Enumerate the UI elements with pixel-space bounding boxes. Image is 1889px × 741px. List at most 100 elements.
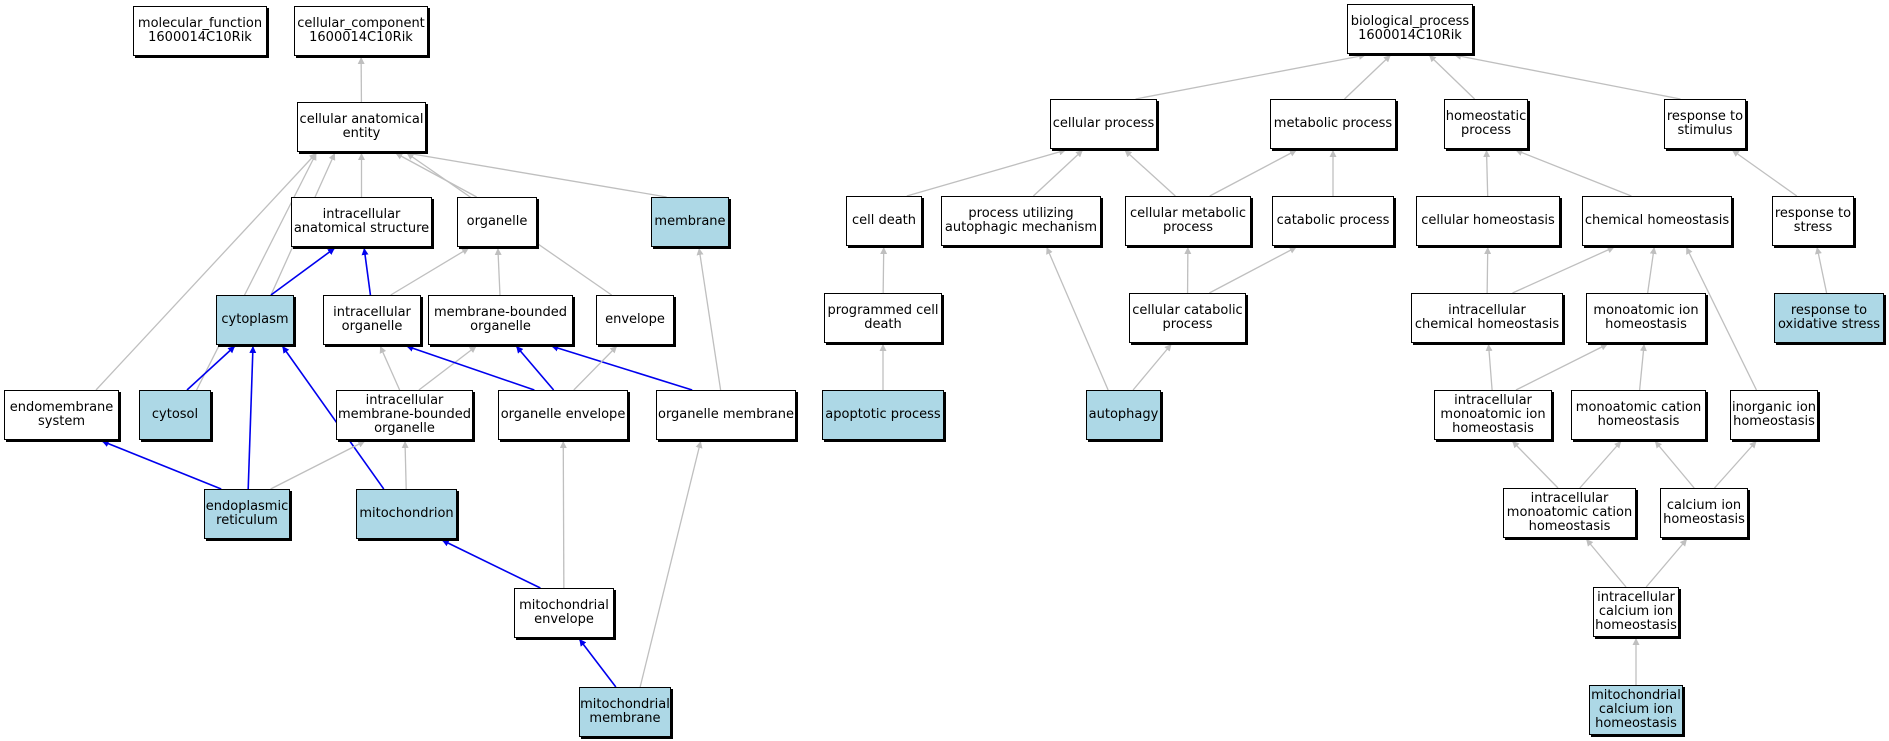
go-term-label-line: cellular anatomical	[299, 112, 424, 127]
isa-edge-chemical-homeostasis-to-homeostatic-process	[1515, 149, 1632, 197]
relation-edge-mitochondrion-to-cytoplasm	[281, 345, 385, 490]
isa-edge-inorganic-ion-homeostasis-to-chemical-homeostasis	[1685, 246, 1758, 391]
go-term-label-line: catabolic process	[1276, 213, 1390, 228]
go-term-label-line: cytoplasm	[221, 312, 289, 327]
go-term-label-line: homeostasis	[1605, 317, 1687, 332]
go-term-membrane[interactable]: membrane	[651, 197, 729, 247]
go-term-cellular-process[interactable]: cellular process	[1050, 99, 1157, 149]
go-term-label-line: endoplasmic	[205, 499, 289, 514]
go-term-label-line: oxidative stress	[1777, 317, 1881, 332]
relation-edge-mitochondrial-envelope-to-mitochondrion	[441, 539, 541, 589]
relation-edge-organelle-membrane-to-membrane-bounded-organelle	[551, 344, 693, 391]
go-term-cell-death[interactable]: cell death	[846, 196, 922, 246]
go-term-cytosol[interactable]: cytosol	[139, 390, 211, 440]
go-term-label-line: mitochondrial	[1591, 688, 1681, 703]
go-term-label-line: stress	[1793, 220, 1833, 235]
go-term-label-line: calcium ion	[1598, 702, 1674, 717]
isa-edge-metabolic-process-to-biological-process	[1344, 54, 1392, 100]
go-term-cytoplasm[interactable]: cytoplasm	[216, 295, 294, 345]
isa-edge-monoatomic-ion-homeostasis-to-chemical-homeostasis	[1647, 246, 1657, 294]
go-term-label-line: intracellular	[1454, 393, 1532, 408]
go-term-cellular-homeostasis[interactable]: cellular homeostasis	[1416, 196, 1560, 246]
go-term-organelle-envelope[interactable]: organelle envelope	[498, 390, 628, 440]
go-term-label-line: cellular_component	[297, 16, 425, 31]
go-term-label-line: cytosol	[151, 407, 199, 422]
go-term-label-line: homeostasis	[1663, 512, 1745, 527]
go-term-label-line: metabolic process	[1273, 116, 1393, 131]
isa-edge-intracellular-monoatomic-ion-homeostasis-to-monoatomic-ion-homeostasis	[1515, 343, 1609, 391]
go-term-label-line: reticulum	[216, 513, 278, 528]
go-term-envelope[interactable]: envelope	[596, 295, 674, 345]
go-term-label-line: intracellular	[322, 207, 401, 222]
go-term-mitochondrion[interactable]: mitochondrion	[356, 489, 457, 539]
go-term-label-line: organelle envelope	[500, 407, 626, 422]
go-term-catabolic-process[interactable]: catabolic process	[1272, 196, 1394, 246]
isa-edge-response-to-stimulus-to-biological-process	[1453, 52, 1681, 100]
go-term-label-line: intracellular	[1448, 303, 1526, 318]
go-term-label-line: calcium ion	[1598, 604, 1674, 619]
go-term-chemical-homeostasis[interactable]: chemical homeostasis	[1582, 196, 1732, 246]
go-term-label-line: mitochondrial	[580, 697, 670, 712]
isa-edge-endoplasmic-reticulum-to-intracellular-mb-organelle	[270, 440, 366, 490]
go-term-label-line: entity	[342, 126, 381, 141]
isa-edge-organelle-envelope-to-envelope	[573, 345, 618, 391]
go-term-label-line: cellular catabolic	[1132, 303, 1243, 318]
isa-edge-endomembrane-system-to-cellular-anatomical-entity	[95, 152, 317, 391]
isa-edge-intracellular-monoatomic-cation-homeostasis-to-monoatomic-cation-homeostasis	[1579, 440, 1622, 489]
isa-edge-cellular-metabolic-process-to-metabolic-process	[1209, 149, 1298, 197]
isa-edge-mitochondrial-envelope-to-organelle-envelope	[559, 440, 567, 589]
go-term-label-line: membrane-bounded	[433, 305, 567, 320]
relation-edge-organelle-envelope-to-membrane-bounded-organelle	[515, 345, 555, 391]
go-term-label-line: chemical homeostasis	[1414, 317, 1560, 332]
go-term-label-line: system	[38, 414, 85, 429]
go-term-label-line: envelope	[534, 612, 594, 627]
go-term-label-line: organelle	[466, 214, 528, 229]
isa-edge-mitochondrial-membrane-to-organelle-membrane	[639, 440, 703, 688]
go-term-metabolic-process[interactable]: metabolic process	[1270, 99, 1396, 149]
go-term-label-line: stimulus	[1677, 123, 1733, 138]
isa-edge-process-utilizing-autophagic-to-cellular-process	[1032, 149, 1084, 197]
go-term-apoptotic-process[interactable]: apoptotic process	[822, 390, 944, 440]
isa-edge-cell-death-to-cellular-process	[906, 148, 1067, 197]
go-term-label-line: monoatomic cation	[1575, 400, 1702, 415]
go-term-label-line: homeostasis	[1595, 618, 1677, 633]
go-term-label-line: monoatomic ion	[1440, 407, 1546, 422]
isa-edge-programmed-cell-death-to-cell-death	[880, 246, 888, 294]
go-term-organelle[interactable]: organelle	[457, 197, 537, 247]
go-term-label-line: monoatomic ion	[1593, 303, 1699, 318]
go-term-autophagy[interactable]: autophagy	[1086, 390, 1161, 440]
go-term-organelle-membrane[interactable]: organelle membrane	[656, 390, 796, 440]
relation-edge-intracellular-organelle-to-intracellular-anatomical-structure	[361, 247, 372, 296]
isa-edge-homeostatic-process-to-biological-process	[1428, 54, 1476, 100]
